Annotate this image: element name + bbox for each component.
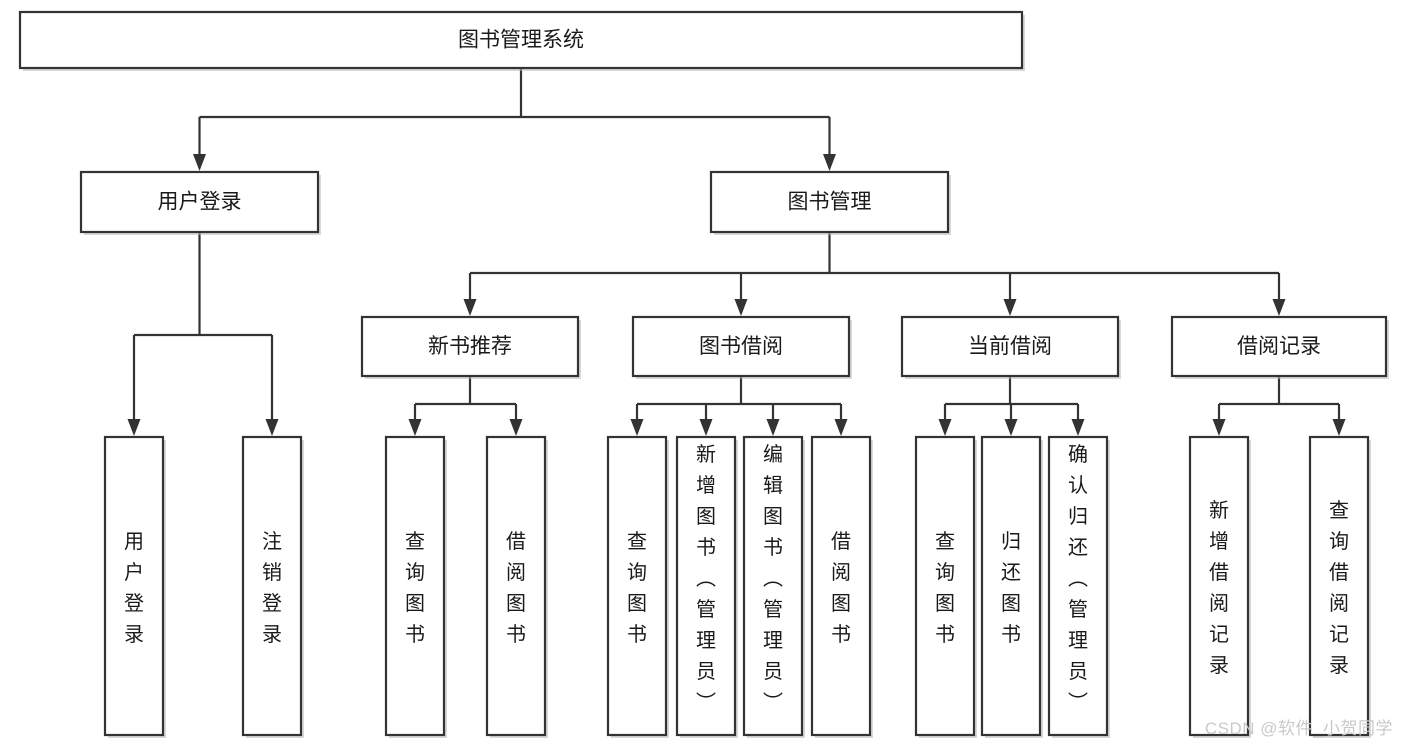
node-label: 借阅图书 [831, 530, 851, 646]
node-label: 当前借阅 [968, 335, 1052, 358]
node-box[interactable] [1170, 315, 1388, 378]
node-box[interactable] [1308, 435, 1370, 737]
node-leaf-query-record[interactable]: 查询借阅记录 [1308, 435, 1371, 738]
node-box[interactable] [1188, 435, 1250, 737]
edge-group-borrow-record [1212, 376, 1346, 436]
node-box[interactable] [79, 170, 320, 234]
node-label: 查询图书 [627, 530, 647, 646]
node-box[interactable] [914, 435, 976, 737]
node-label: 用户登录 [158, 191, 242, 214]
node-root[interactable]: 图书管理系统 [18, 10, 1025, 71]
node-box[interactable] [810, 435, 872, 737]
node-box[interactable] [485, 435, 547, 737]
node-box[interactable] [742, 435, 804, 737]
node-label: 新书推荐 [428, 335, 512, 358]
node-box[interactable] [103, 435, 165, 737]
node-box[interactable] [360, 315, 580, 378]
node-label: 借阅记录 [1237, 335, 1321, 358]
node-label: 借阅图书 [506, 530, 526, 646]
node-box[interactable] [241, 435, 303, 737]
node-label: 查询图书 [935, 530, 955, 646]
node-leaf-user-login[interactable]: 用户登录 [103, 435, 166, 738]
edge-group-book-manage [463, 232, 1286, 316]
node-leaf-borrow-book-2[interactable]: 借阅图书 [810, 435, 873, 738]
node-label: 新增借阅记录 [1209, 499, 1229, 677]
node-leaf-add-book[interactable]: 新增图书︵管理员︶ [675, 435, 738, 738]
node-label: 图书管理系统 [458, 29, 584, 52]
edges-layer [127, 68, 1346, 436]
node-new-book-rec[interactable]: 新书推荐 [360, 315, 581, 379]
node-box[interactable] [631, 315, 851, 378]
edge-group-root [193, 68, 836, 171]
node-label: 查询图书 [405, 530, 425, 646]
node-borrow-record[interactable]: 借阅记录 [1170, 315, 1389, 379]
edge-group-book-borrow [630, 376, 848, 436]
node-box[interactable] [900, 315, 1120, 378]
node-box[interactable] [18, 10, 1024, 70]
node-label: 图书借阅 [699, 335, 783, 358]
node-label: 编辑图书︵管理员︶ [763, 443, 783, 714]
node-book-manage[interactable]: 图书管理 [709, 170, 951, 235]
node-label: 图书管理 [788, 191, 872, 214]
node-user-login[interactable]: 用户登录 [79, 170, 321, 235]
node-leaf-return-book[interactable]: 归还图书 [980, 435, 1043, 738]
node-label: 确认归还︵管理员︶ [1068, 443, 1088, 714]
node-leaf-logout[interactable]: 注销登录 [241, 435, 304, 738]
node-label: 查询借阅记录 [1329, 499, 1349, 677]
edge-group-new-book-rec [408, 376, 523, 436]
node-box[interactable] [384, 435, 446, 737]
node-label: 归还图书 [1001, 530, 1021, 646]
node-box[interactable] [980, 435, 1042, 737]
node-current-borrow[interactable]: 当前借阅 [900, 315, 1121, 379]
node-book-borrow[interactable]: 图书借阅 [631, 315, 852, 379]
node-leaf-query-book-1[interactable]: 查询图书 [384, 435, 447, 738]
node-box[interactable] [709, 170, 950, 234]
node-leaf-confirm-return[interactable]: 确认归还︵管理员︶ [1047, 435, 1110, 738]
node-leaf-add-record[interactable]: 新增借阅记录 [1188, 435, 1251, 738]
node-box[interactable] [675, 435, 737, 737]
nodes-layer: 图书管理系统用户登录图书管理新书推荐图书借阅当前借阅借阅记录用户登录注销登录查询… [18, 10, 1389, 738]
edge-group-current-borrow [938, 376, 1085, 436]
node-label: 用户登录 [124, 531, 144, 646]
node-label: 新增图书︵管理员︶ [696, 443, 716, 714]
node-leaf-borrow-book-1[interactable]: 借阅图书 [485, 435, 548, 738]
node-leaf-edit-book[interactable]: 编辑图书︵管理员︶ [742, 435, 805, 738]
node-leaf-query-book-3[interactable]: 查询图书 [914, 435, 977, 738]
node-box[interactable] [606, 435, 668, 737]
node-box[interactable] [1047, 435, 1109, 737]
edge-group-user-login [127, 232, 279, 436]
node-leaf-query-book-2[interactable]: 查询图书 [606, 435, 669, 738]
node-label: 注销登录 [262, 530, 282, 646]
csdn-watermark: CSDN @软件_小贺同学 [1204, 719, 1393, 738]
